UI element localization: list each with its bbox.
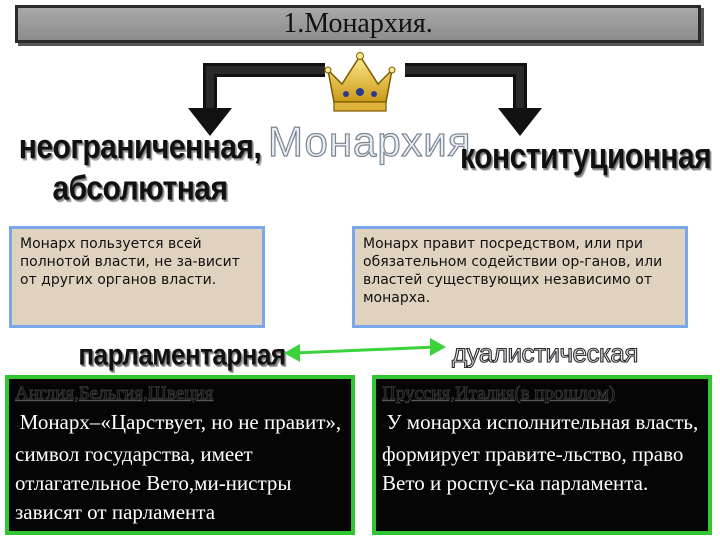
- double-arrow-icon: [284, 338, 446, 362]
- parliamentary-text: -Монарх–«Царствует, но не правит», симво…: [15, 408, 345, 527]
- absolute-description-box: Монарх пользуется всей полнотой власти, …: [9, 226, 265, 328]
- parliamentary-body: Монарх–«Царствует, но не правит», символ…: [15, 410, 342, 524]
- dualistic-box: Пруссия,Италия(в прошлом) -У монарха исп…: [372, 375, 712, 535]
- bullet: -: [382, 418, 387, 433]
- title-bar: 1.Монархия.: [15, 5, 701, 43]
- page-title: 1.Монархия.: [283, 8, 433, 39]
- dualistic-body: У монарха исполнительная власть, формиру…: [382, 410, 699, 495]
- arrow-down-right-icon: [405, 63, 542, 136]
- constitutional-monarchy-label: конституционная: [460, 137, 712, 177]
- dualistic-text: -У монарха исполнительная власть, формир…: [382, 408, 702, 498]
- parliamentary-label: парламентарная: [78, 337, 286, 372]
- bullet: -: [15, 418, 20, 433]
- parliamentary-countries: Англия,Бельгия,Швеция: [15, 383, 214, 404]
- dualistic-label: дуалистическая: [451, 337, 639, 368]
- absolute-monarchy-label: неограниченная, абсолютная: [18, 128, 262, 208]
- constitutional-description-box: Монарх правит посредством, или при обяза…: [352, 226, 688, 328]
- parliamentary-box: Англия,Бельгия,Швеция -Монарх–«Царствует…: [5, 375, 355, 535]
- arrow-down-left-icon: [188, 63, 325, 136]
- crown-icon: [324, 52, 396, 112]
- dualistic-countries: Пруссия,Италия(в прошлом): [382, 383, 616, 404]
- monarchy-center-label: Монархия: [267, 117, 472, 165]
